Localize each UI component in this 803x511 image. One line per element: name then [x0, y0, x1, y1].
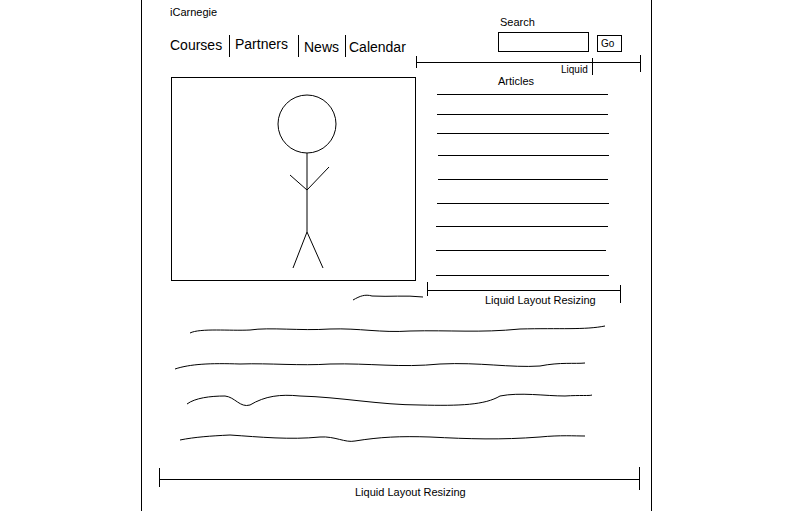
dimension-bracket — [416, 55, 641, 75]
page-border — [651, 0, 652, 511]
dimension-label: Liquid Layout Resizing — [355, 487, 466, 498]
nav-item: Courses — [170, 38, 222, 52]
nav-separator — [345, 35, 346, 57]
image-box — [172, 78, 416, 281]
article-lines — [436, 95, 609, 276]
text-squiggles — [175, 295, 605, 441]
field-heading: Search — [500, 17, 535, 28]
stick-figure — [278, 95, 336, 268]
nav-separator — [298, 35, 299, 57]
go-button: Go — [597, 35, 622, 52]
section-heading: Articles — [498, 76, 534, 87]
nav-item: Calendar — [349, 40, 406, 54]
nav-item: Partners — [235, 37, 288, 51]
dimension-label: Liquid — [561, 65, 588, 75]
search-input: Search — [498, 32, 589, 52]
nav-item: News — [304, 40, 339, 54]
site-name: iCarnegie — [170, 7, 217, 18]
dimension-label: Liquid Layout Resizing — [485, 295, 596, 306]
button-label: Go — [601, 39, 614, 49]
nav-separator — [229, 35, 230, 57]
page-border — [141, 0, 142, 511]
